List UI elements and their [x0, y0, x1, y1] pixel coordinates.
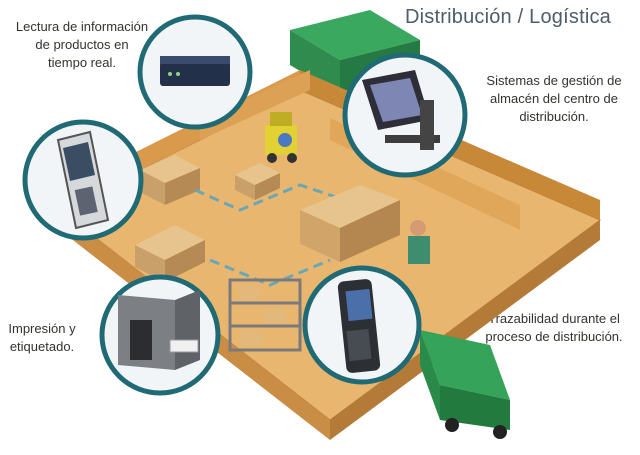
label-printing: Impresión y etiquetado.: [2, 320, 82, 356]
callout-mobile-computer: [302, 265, 422, 385]
label-traceability: Trazabilidad durante el proceso de distr…: [470, 310, 638, 346]
label-traceability-text: Trazabilidad durante el proceso de distr…: [485, 311, 623, 344]
shelving-units: [228, 278, 302, 352]
callout-handheld-scanner: [22, 119, 144, 241]
label-realtime-info: Lectura de información de productos en t…: [2, 18, 162, 72]
office-desk: [300, 185, 400, 262]
boxes-left: [135, 155, 205, 282]
label-printing-text: Impresión y etiquetado.: [8, 321, 76, 354]
callout-label-printer: [99, 274, 221, 396]
label-printer-icon: [118, 290, 200, 370]
network-reader-icon: [160, 56, 230, 86]
mobile-computer-icon: [337, 279, 381, 373]
delivery-truck-icon: [420, 330, 510, 439]
label-realtime-info-text: Lectura de información de productos en t…: [15, 19, 149, 70]
boxes-center: [235, 163, 280, 200]
page-title: Distribución / Logística: [405, 6, 612, 28]
worker-figure: [408, 220, 430, 264]
callout-network-reader: [137, 14, 253, 130]
label-warehouse-management-text: Sistemas de gestión de almacén del centr…: [486, 73, 622, 124]
handheld-scanner-icon: [56, 130, 110, 230]
callout-terminal: [342, 52, 468, 178]
label-warehouse-management: Sistemas de gestión de almacén del centr…: [470, 72, 638, 126]
computer-terminal-icon: [362, 70, 440, 150]
forklift-icon: [265, 112, 297, 163]
